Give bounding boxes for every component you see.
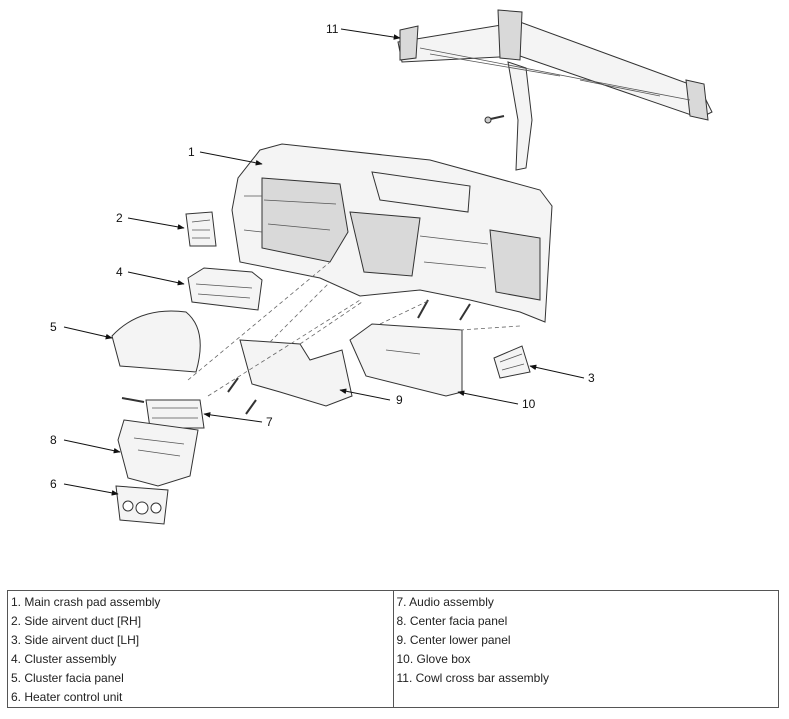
bolt-icon: [484, 115, 505, 124]
cluster-facia-panel-drawing: [111, 310, 201, 373]
side-airvent-lh-drawing: [493, 345, 531, 379]
legend-column-left: 1. Main crash pad assembly 2. Side airve…: [8, 591, 393, 707]
parts-legend-table: 1. Main crash pad assembly 2. Side airve…: [7, 590, 779, 708]
legend-item: 1. Main crash pad assembly: [11, 595, 161, 609]
audio-assembly-drawing: [145, 399, 205, 429]
legend-item: 3. Side airvent duct [LH]: [11, 633, 140, 647]
legend-item: 5. Cluster facia panel: [11, 671, 124, 685]
legend-item: 9. Center lower panel: [396, 633, 511, 647]
legend-item: 10. Glove box: [396, 652, 471, 666]
bolt-icon: [227, 377, 257, 415]
legend-item: 7. Audio assembly: [396, 595, 494, 609]
side-airvent-rh-drawing: [185, 211, 217, 247]
bolt-icon: [121, 397, 145, 403]
callout-7: 7: [266, 415, 273, 429]
legend-item: 8. Center facia panel: [396, 614, 508, 628]
callout-8: 8: [50, 433, 57, 447]
callout-3: 3: [588, 371, 595, 385]
callout-5: 5: [50, 320, 57, 334]
callout-10: 10: [522, 397, 536, 411]
main-crash-pad-drawing: [231, 143, 553, 323]
legend-item: 6. Heater control unit: [11, 690, 123, 704]
center-lower-panel-drawing: [239, 339, 353, 407]
callout-1: 1: [188, 145, 195, 159]
legend-item: 11. Cowl cross bar assembly: [396, 671, 550, 685]
callout-11: 11: [326, 22, 339, 36]
legend-item: 4. Cluster assembly: [11, 652, 117, 666]
glove-box-drawing: [349, 323, 463, 397]
cluster-assembly-drawing: [187, 267, 263, 311]
legend-item: 2. Side airvent duct [RH]: [11, 614, 142, 628]
cowl-cross-bar-drawing: [397, 9, 713, 171]
exploded-parts-diagram: 11 1 2 4 5 3 7 9 10 8 6: [50, 9, 713, 525]
callout-6: 6: [50, 477, 57, 491]
callout-4: 4: [116, 265, 123, 279]
callout-2: 2: [116, 211, 123, 225]
callout-9: 9: [396, 393, 403, 407]
bolt-icon: [417, 299, 471, 321]
legend-column-right: 7. Audio assembly 8. Center facia panel …: [392, 591, 779, 707]
